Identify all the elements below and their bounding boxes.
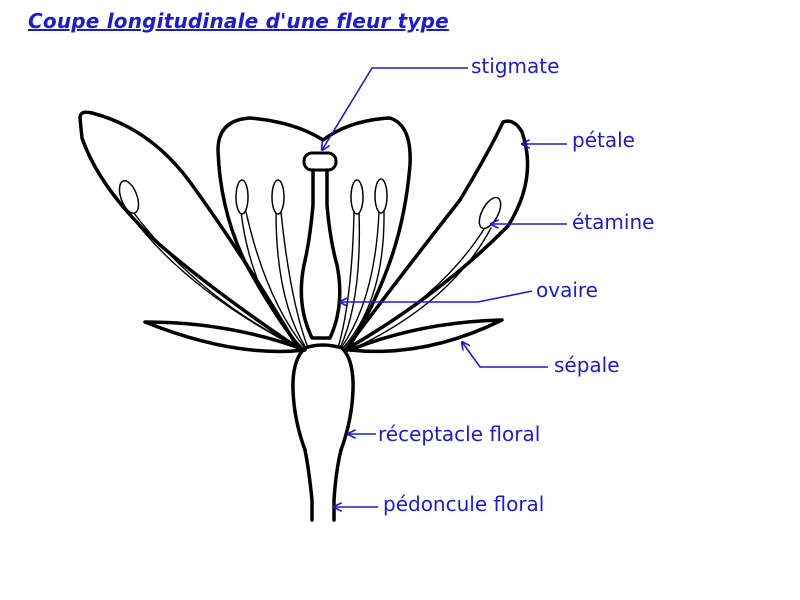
label-stigmate: stigmate bbox=[471, 54, 559, 78]
label-sepale: sépale bbox=[554, 353, 620, 377]
label-petale: pétale bbox=[572, 128, 635, 152]
stamens bbox=[127, 211, 492, 353]
anthers bbox=[118, 178, 502, 230]
petal-right bbox=[343, 119, 530, 352]
label-receptacle: réceptacle floral bbox=[378, 422, 540, 446]
leader-lines bbox=[322, 67, 567, 507]
pistil bbox=[299, 151, 342, 340]
petal-left bbox=[78, 110, 300, 350]
diagram-title: Coupe longitudinale d'une fleur type bbox=[28, 9, 449, 33]
label-pedoncule: pédoncule floral bbox=[383, 492, 544, 516]
leader-sepale bbox=[462, 342, 548, 368]
labels: stigmate pétale étamine ovaire sépale ré… bbox=[378, 54, 654, 516]
receptacle bbox=[291, 343, 355, 452]
leader-stigmate bbox=[322, 67, 468, 150]
label-ovaire: ovaire bbox=[536, 278, 598, 302]
label-etamine: étamine bbox=[572, 210, 654, 234]
leader-ovaire bbox=[340, 290, 533, 302]
peduncle bbox=[303, 448, 343, 522]
petal-center bbox=[216, 116, 412, 350]
